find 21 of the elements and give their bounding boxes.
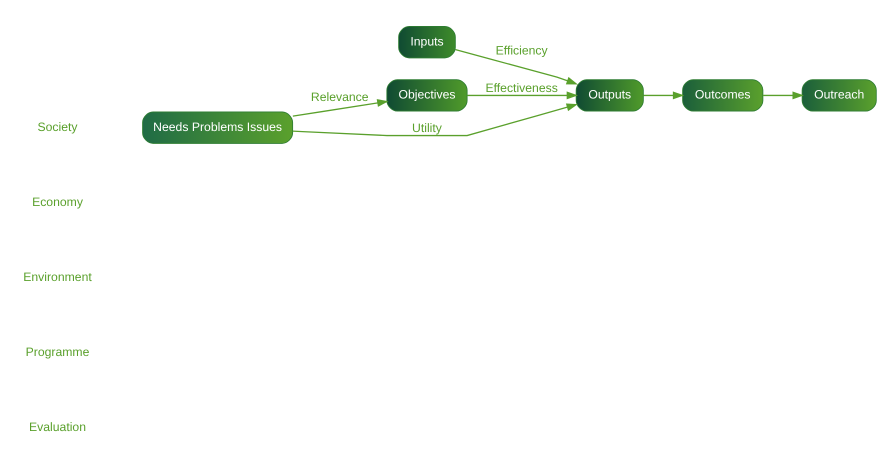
label: Environment (23, 269, 92, 284)
edge-label: Efficiency (496, 43, 548, 58)
node-box: Objectives (386, 78, 468, 112)
arrow (643, 90, 684, 99)
label: Society (38, 119, 78, 134)
node-box: Needs Problems Issues (142, 111, 294, 144)
edge-label: Relevance (310, 89, 369, 104)
label: Evaluation (29, 420, 86, 434)
arrow (292, 98, 389, 116)
node-box: Inputs (398, 26, 456, 58)
node-box: Outputs (576, 78, 644, 112)
label: Programme (26, 344, 90, 359)
node-box: Outcomes (682, 78, 764, 112)
arrow (455, 48, 578, 84)
edge-label: Effectiveness (485, 80, 558, 95)
label: Economy (32, 194, 83, 208)
arrow (467, 90, 578, 99)
arrow (763, 90, 804, 99)
edge-label: Utility (412, 120, 442, 135)
arrow (292, 102, 578, 136)
node-box: Outreach (802, 78, 877, 112)
